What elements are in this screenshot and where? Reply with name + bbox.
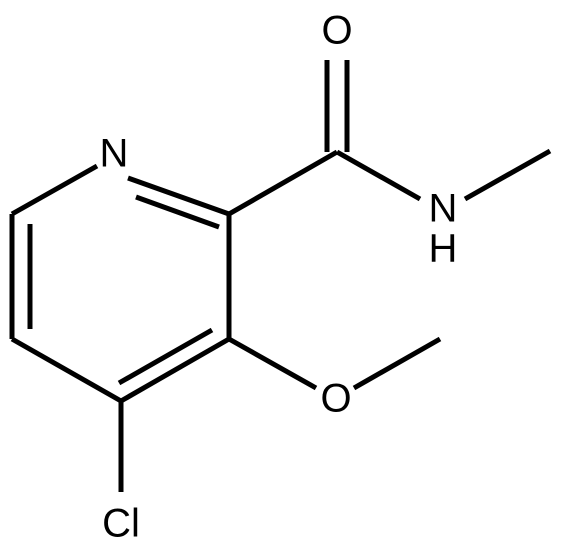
- bond-c2-carbonyl: [227, 149, 339, 217]
- chlorine-label: Cl: [102, 502, 140, 546]
- bond-c3-methoxy-o: [227, 336, 318, 391]
- bond-n-c2-double: [135, 194, 220, 230]
- bond-carbonyl-n: [335, 149, 422, 202]
- methoxy-oxygen-label: O: [320, 377, 351, 421]
- bond-n-c2: [127, 175, 230, 217]
- bond-c6-n: [10, 163, 99, 217]
- amide-hydrogen-label: H: [429, 227, 458, 271]
- bond-c4-c5: [10, 336, 123, 404]
- ring-nitrogen-label: N: [100, 132, 129, 176]
- bond-methoxy-methyl: [352, 336, 442, 391]
- carbonyl-oxygen-label: O: [321, 9, 352, 53]
- bond-n-methyl: [463, 148, 552, 202]
- bond-c3-c4-double: [117, 327, 214, 386]
- amide-nitrogen-label: N: [429, 187, 458, 231]
- bond-c3-c4: [119, 336, 231, 404]
